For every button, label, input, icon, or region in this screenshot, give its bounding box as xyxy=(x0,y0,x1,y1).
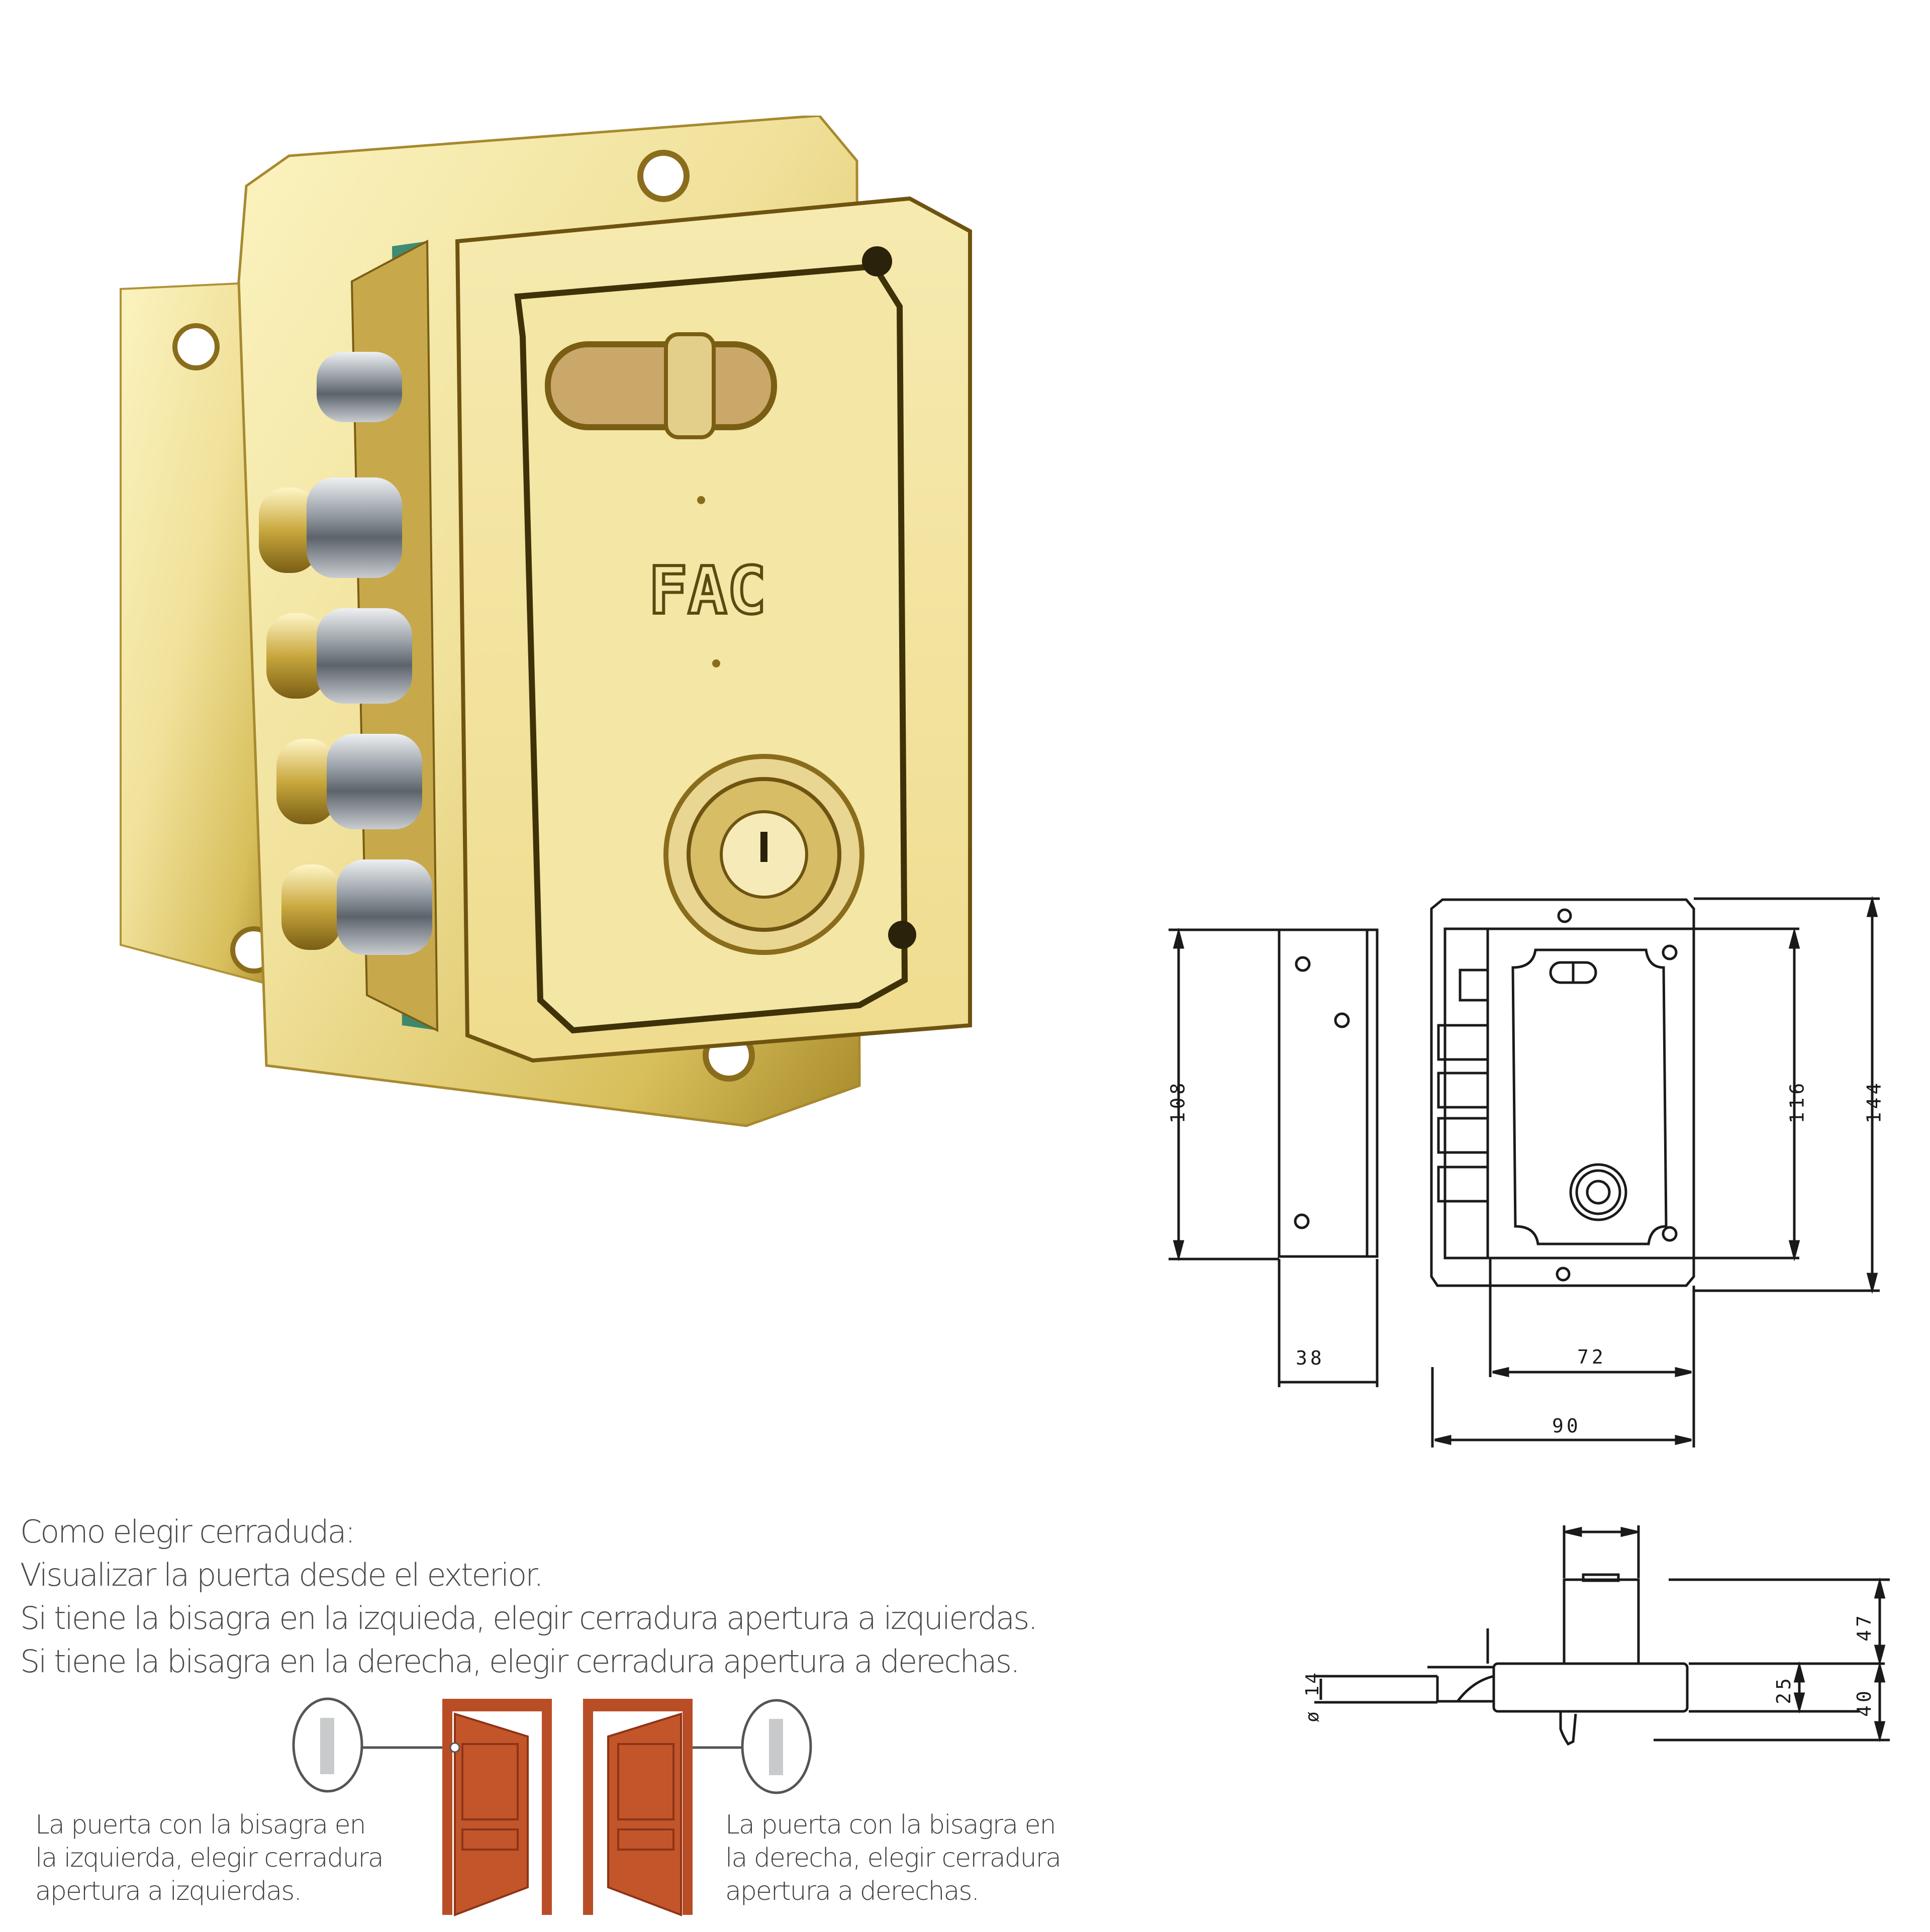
instruction-line: Si tiene la bisagra en la izquieda, eleg… xyxy=(20,1600,1038,1636)
dim-72: 72 xyxy=(1577,1346,1606,1368)
dim-116: 116 xyxy=(1786,1080,1808,1124)
doors-illustration xyxy=(286,1689,839,1920)
lock-plate-outline xyxy=(1430,898,1695,1287)
instruction-line: Visualizar la puerta desde el exterior. xyxy=(20,1557,544,1593)
caption-line: La puerta con la bisagra en xyxy=(725,1810,1056,1840)
hinge-icon xyxy=(769,1719,783,1775)
fac-logo: FAC xyxy=(648,552,766,629)
body-outline xyxy=(1492,1662,1689,1713)
caption-line: La puerta con la bisagra en xyxy=(35,1810,366,1840)
right-door-caption: La puerta con la bisagra en la derecha, … xyxy=(725,1808,1062,1908)
side-technical-drawing: 47 25 40 ø 14 xyxy=(1302,1508,1930,1930)
dim-25: 25 xyxy=(1772,1675,1795,1704)
cylinder-outline xyxy=(1563,1578,1640,1665)
caption-line: apertura a derechas. xyxy=(725,1876,980,1906)
lock-product-photo: FAC xyxy=(116,114,980,1151)
instructions-block: Como elegir cerraduda: Visualizar la pue… xyxy=(20,1510,1038,1683)
bolt-outlines xyxy=(1437,969,1489,1203)
dim-108: 108 xyxy=(1167,1080,1189,1124)
dim-90: 90 xyxy=(1552,1415,1581,1437)
hinge-icon xyxy=(320,1718,334,1774)
dim-144: 144 xyxy=(1863,1080,1885,1124)
caption-line: la derecha, elegir cerradura xyxy=(725,1843,1062,1873)
dim-40: 40 xyxy=(1853,1688,1875,1717)
lock-photo-illustration: FAC xyxy=(120,114,972,1127)
instructions-title: Como elegir cerraduda: xyxy=(20,1513,356,1550)
bracket-outline xyxy=(1278,928,1379,1258)
dim-47: 47 xyxy=(1853,1612,1875,1641)
caption-line: la izquierda, elegir cerradura xyxy=(35,1843,384,1873)
caption-line: apertura a izquierdas. xyxy=(35,1876,302,1906)
left-door-caption: La puerta con la bisagra en la izquierda… xyxy=(35,1808,384,1908)
instruction-line: Si tiene la bisagra en la derecha, elegi… xyxy=(20,1643,1020,1680)
dim-38: 38 xyxy=(1296,1347,1325,1369)
deadbolts xyxy=(259,352,432,955)
dim-diameter-14: ø 14 xyxy=(1302,1671,1323,1722)
front-technical-drawing: 108 38 116 144 72 90 xyxy=(1156,885,1930,1458)
